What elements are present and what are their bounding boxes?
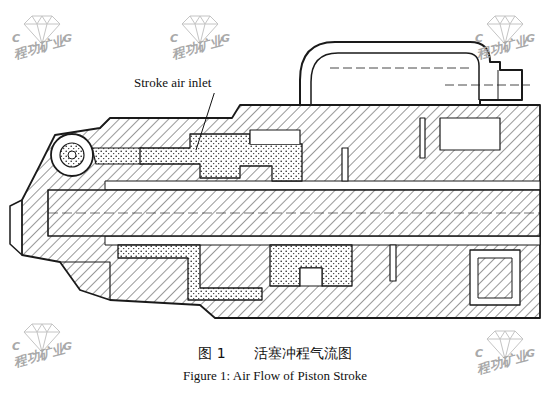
drawing-part — [500, 331, 510, 339]
drawing-part — [390, 245, 396, 281]
drawing-part — [300, 268, 322, 286]
drawing-part — [37, 16, 47, 24]
drawing-part — [250, 130, 300, 144]
drawing-part — [342, 148, 348, 181]
watermark-text: 程功矿业 — [12, 341, 67, 372]
drawing-part — [487, 24, 523, 25]
drawing-part — [270, 245, 352, 286]
watermark-text: 程功矿业 — [475, 33, 530, 64]
callout-label: Stroke air inlet — [134, 75, 211, 91]
drawing-part — [478, 258, 512, 298]
drawing-part — [500, 16, 510, 24]
watermark-text: 程功矿业 — [170, 33, 225, 64]
drawing-part — [68, 151, 76, 159]
drawing-part — [22, 105, 540, 318]
figure-caption-english: Figure 1: Air Flow of Piston Stroke — [0, 368, 550, 384]
watermark-text: 程功矿业 — [12, 33, 67, 64]
drawing-part — [311, 53, 479, 106]
drawing-part — [182, 24, 218, 25]
drawing-part — [445, 85, 530, 86]
drawing-part — [118, 245, 262, 300]
drawing-part — [195, 16, 205, 24]
drawing-part — [487, 339, 523, 340]
drawing-part — [470, 250, 520, 305]
leader-line — [196, 93, 214, 150]
drawing-part — [37, 324, 47, 332]
figure-caption: 图 1 活塞冲程气流图 — [0, 345, 550, 363]
drawing-part — [440, 118, 500, 150]
drawing-part — [24, 24, 60, 25]
drawing-part — [48, 213, 540, 214]
watermark-text: 程功矿业 — [475, 348, 530, 379]
drawing-part — [105, 181, 540, 190]
drawing-part — [498, 70, 499, 100]
drawing-part — [420, 118, 425, 158]
drawing-part — [48, 190, 540, 236]
drawing-part — [330, 68, 470, 69]
drawing-part — [24, 332, 60, 333]
drawing-part — [105, 236, 540, 245]
drawing-part — [60, 262, 110, 300]
drill-body — [10, 42, 540, 318]
drawing-part — [51, 134, 93, 176]
drawing-part — [92, 148, 142, 164]
drawing-part — [60, 143, 84, 167]
drawing-part — [10, 200, 22, 255]
